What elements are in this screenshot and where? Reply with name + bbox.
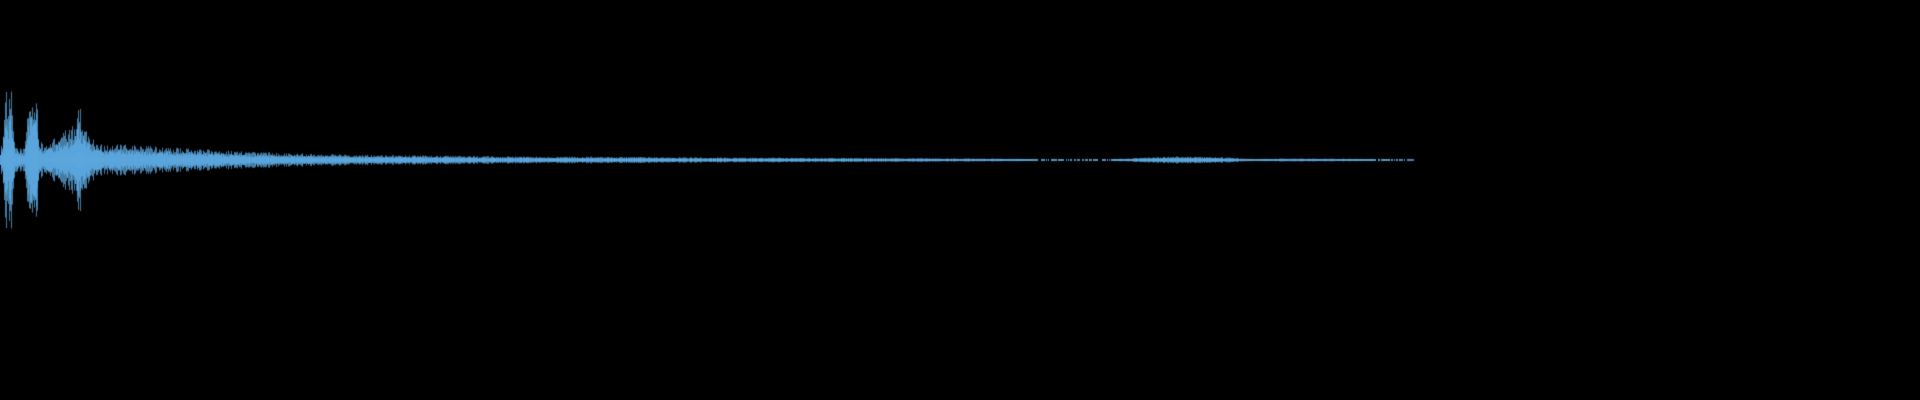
waveform-panel [0, 0, 1920, 400]
audio-waveform[interactable] [0, 0, 1920, 400]
